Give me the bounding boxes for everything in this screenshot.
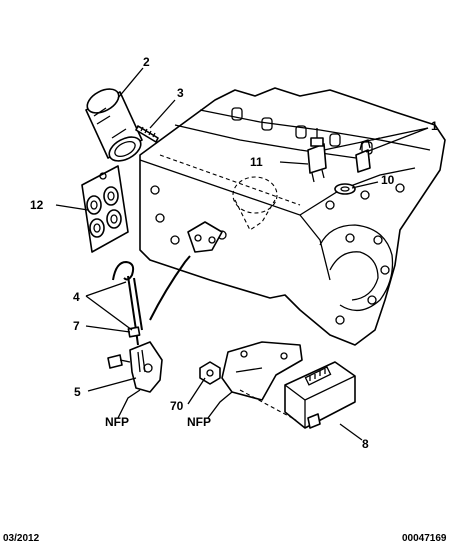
callout-7: 7 bbox=[73, 319, 80, 333]
callout-70: 70 bbox=[170, 399, 184, 413]
callout-5: 5 bbox=[74, 385, 81, 399]
callout-11: 11 bbox=[250, 155, 263, 169]
callout-1: 1 bbox=[431, 119, 438, 133]
callout-12: 12 bbox=[30, 198, 44, 212]
callout-3: 3 bbox=[177, 86, 184, 100]
leader-lines bbox=[55, 67, 429, 441]
filter-stud bbox=[135, 125, 159, 143]
callout-nfp-left: NFP bbox=[105, 415, 129, 429]
footer-date: 03/2012 bbox=[3, 533, 40, 544]
sealing-washer bbox=[334, 183, 356, 195]
callout-10: 10 bbox=[381, 173, 395, 187]
gasket-kit bbox=[81, 165, 129, 253]
callout-2: 2 bbox=[143, 55, 150, 69]
callout-4: 4 bbox=[73, 290, 80, 304]
ecu-mount-dashline bbox=[239, 389, 297, 421]
callout-nfp-right: NFP bbox=[187, 415, 211, 429]
oil-filter bbox=[85, 88, 143, 162]
footer-reference: 00047169 bbox=[402, 533, 447, 544]
callout-8: 8 bbox=[362, 437, 369, 451]
engine-block bbox=[139, 87, 446, 346]
dipstick-bracket bbox=[107, 341, 163, 393]
ecu-module bbox=[284, 361, 356, 429]
pressure-sensor bbox=[307, 128, 327, 183]
ecu-bracket bbox=[221, 341, 303, 401]
